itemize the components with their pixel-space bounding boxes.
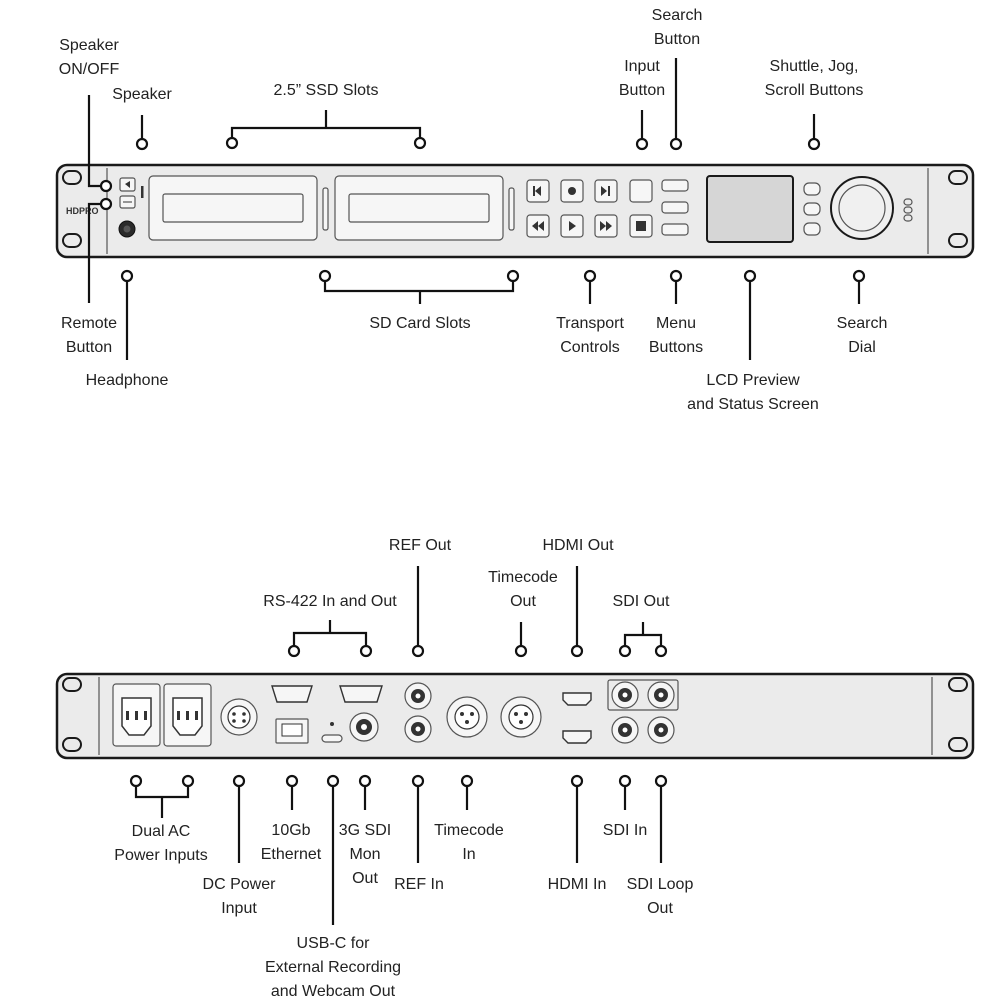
ac-power-inlet-1 — [112, 683, 161, 747]
rack-hole-icon — [948, 677, 968, 692]
label-sdi-out: SDI Out — [612, 593, 670, 610]
ssd-slot-2[interactable] — [334, 175, 504, 241]
rack-hole-icon — [948, 737, 968, 752]
brand-mark: HDPRO — [66, 206, 99, 216]
transport-controls — [526, 179, 653, 238]
logo-icon — [903, 198, 913, 206]
rs422-out-connector — [339, 685, 383, 703]
rear-panel — [55, 672, 975, 760]
rack-hole-icon — [948, 233, 968, 248]
sd-card-slot-1[interactable] — [322, 187, 329, 231]
front-leaders — [87, 58, 866, 360]
rack-hole-icon — [62, 233, 82, 248]
speaker-grille-icon — [141, 186, 144, 198]
label-sd-card-slots: SD Card Slots — [369, 315, 471, 332]
label-hdmi-in: HDMI In — [547, 876, 607, 893]
shuttle-button[interactable] — [803, 182, 821, 196]
label-ref-out: REF Out — [388, 537, 452, 554]
set-button[interactable] — [661, 223, 689, 236]
ac-power-inlet-2 — [163, 683, 212, 747]
rear-leaders — [129, 566, 668, 925]
usbc-port — [321, 734, 343, 743]
label-speaker: Speaker — [112, 86, 172, 103]
lcd-screen — [706, 175, 794, 243]
search-button[interactable] — [661, 179, 689, 192]
scroll-button[interactable] — [803, 222, 821, 236]
label-shuttle-jog-scroll: Shuttle, Jog,Scroll Buttons — [764, 58, 864, 99]
input-button[interactable] — [629, 179, 653, 203]
label-sdi-in: SDI In — [602, 822, 648, 839]
front-panel: HDPRO — [55, 163, 975, 259]
label-ref-in: REF In — [394, 876, 444, 893]
hdmi-out-port — [562, 692, 592, 706]
hdmi-in-port — [562, 730, 592, 744]
label-rs422: RS-422 In and Out — [263, 593, 397, 610]
rack-hole-icon — [948, 170, 968, 185]
jog-button[interactable] — [803, 202, 821, 216]
search-dial[interactable] — [830, 176, 894, 240]
sd-card-slot-2[interactable] — [508, 187, 515, 231]
label-hdmi-out: HDMI Out — [542, 537, 614, 554]
label-headphone: Headphone — [85, 372, 169, 389]
menu-button[interactable] — [661, 201, 689, 214]
rack-hole-icon — [62, 737, 82, 752]
ssd-slot-1[interactable] — [148, 175, 318, 241]
rack-hole-icon — [62, 170, 82, 185]
rs422-in-connector — [271, 685, 313, 703]
label-ssd-slots: 2.5” SSD Slots — [273, 82, 379, 99]
rack-hole-icon — [62, 677, 82, 692]
